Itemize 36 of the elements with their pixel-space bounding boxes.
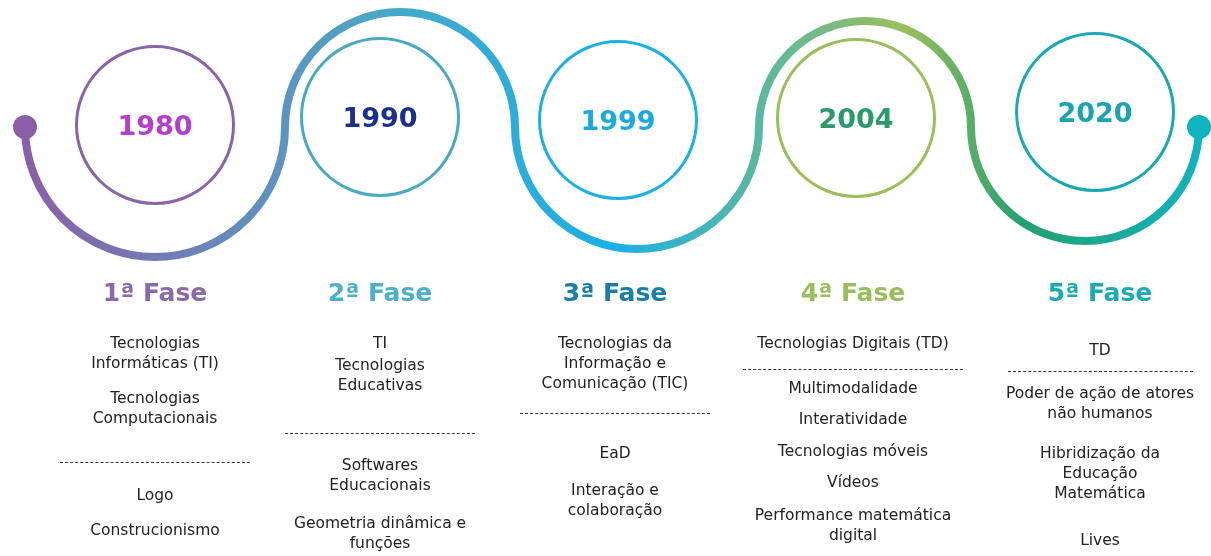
phase-heading: 2ª Fase <box>326 278 434 308</box>
phase-item: Tecnologias Computacionais <box>91 388 219 428</box>
phase-item: Logo <box>135 485 175 505</box>
phase-item: Tecnologias Educativas <box>334 355 426 395</box>
phase-item: Poder de ação de atores não humanos <box>1005 383 1195 423</box>
phase-heading: 1ª Fase <box>101 278 209 308</box>
phase-item: Hibridização da Educação Matemática <box>1039 443 1161 503</box>
phase-item: EaD <box>598 443 632 463</box>
year-label: 2004 <box>818 102 894 134</box>
phase-heading: 4ª Fase <box>799 278 907 308</box>
phase-item: Lives <box>1079 530 1121 550</box>
year-circle <box>1015 32 1175 192</box>
phase-item: Multimodalidade <box>787 378 919 398</box>
year-circle <box>300 37 460 197</box>
phase-item: TI <box>371 333 388 353</box>
year-label: 1999 <box>580 104 656 136</box>
phase-item: Softwares Educacionais <box>328 455 432 495</box>
phase-item: Tecnologias Digitais (TD) <box>756 333 950 353</box>
phase-item: Interatividade <box>797 409 909 429</box>
phase-heading: 3ª Fase <box>561 278 669 308</box>
year-label: 2020 <box>1057 96 1133 128</box>
year-circle <box>776 38 936 198</box>
year-circle <box>75 45 235 205</box>
phase-item: Tecnologias da Informação e Comunicação (TIC) <box>540 333 690 393</box>
phase-item: Tecnologias móveis <box>776 441 930 461</box>
phase-item: TD <box>1088 340 1112 360</box>
year-label: 1990 <box>342 101 418 133</box>
phase-heading: 5ª Fase <box>1046 278 1154 308</box>
year-label: 1980 <box>117 109 193 141</box>
phase-item: Geometria dinâmica e funções <box>292 513 468 553</box>
phase-item: Construcionismo <box>89 520 221 540</box>
phase-item: Vídeos <box>826 472 880 492</box>
phase-item: Performance matemática digital <box>753 505 953 545</box>
year-circle <box>538 40 698 200</box>
phase-item: Interação e colaboração <box>566 480 664 520</box>
phase-item: Tecnologias Informáticas (TI) <box>90 333 220 373</box>
